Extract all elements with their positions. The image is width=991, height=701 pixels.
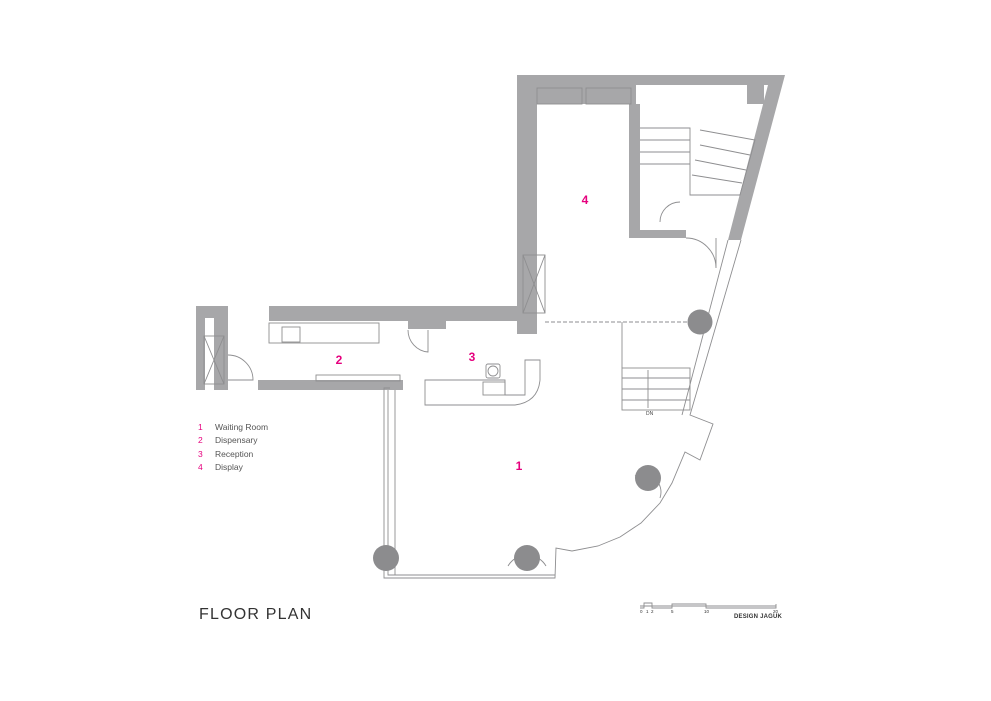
south-west-glazing [387, 390, 555, 576]
display-cabinet-1 [536, 87, 583, 105]
column [514, 545, 540, 571]
legend-label: Reception [215, 448, 254, 459]
sink [281, 326, 301, 343]
scale-tick-label: 2 [651, 609, 654, 614]
display-west-wall [527, 104, 537, 320]
legend-item: 3 Reception [198, 447, 268, 461]
room-number-1: 1 [516, 459, 523, 473]
stair-tread [691, 174, 743, 184]
exterior-envelope [383, 239, 742, 579]
reception-counter [424, 359, 541, 406]
display-cabinet-west [522, 254, 546, 314]
legend-item: 2 Dispensary [198, 434, 268, 448]
cabinet-cross-2 [522, 254, 546, 314]
display-column [747, 82, 764, 104]
legend-number: 3 [198, 448, 203, 459]
storage-cross-2 [203, 335, 225, 385]
chair-seat [487, 365, 499, 377]
stair-dn-label: DN [646, 411, 654, 417]
outlines [203, 87, 777, 609]
west-wall-left [196, 318, 205, 390]
door-swing [659, 201, 681, 223]
door-swing [227, 354, 254, 381]
room-number-2: 2 [336, 353, 343, 367]
column [373, 545, 399, 571]
display-cabinet-2 [585, 87, 632, 105]
scale-tick-label: 1 [646, 609, 649, 614]
legend-number: 4 [198, 462, 203, 473]
room-number-4: 4 [582, 193, 589, 207]
legend-item: 1 Waiting Room [198, 420, 268, 434]
room-legend: 1 Waiting Room 2 Dispensary 3 Reception … [198, 420, 268, 474]
chair [485, 363, 501, 379]
dispensary-back-counter [315, 374, 401, 382]
room-labels: 1 2 3 4 [336, 193, 589, 473]
reception-desk-unit [482, 381, 506, 396]
columns [373, 309, 713, 571]
west-storage [203, 335, 225, 385]
dispensary-counter [268, 322, 380, 344]
column [635, 465, 661, 491]
legend-number: 1 [198, 421, 203, 432]
upper-stair-outline [640, 127, 756, 196]
legend-label: Waiting Room [215, 421, 269, 432]
display-wall-outer [517, 75, 785, 320]
designer-credit: DESIGN JAGUK [734, 614, 783, 620]
display-inner-wall [629, 104, 686, 238]
stair-tread [699, 144, 751, 156]
north-wall-stub [408, 320, 446, 329]
legend-number: 2 [198, 435, 203, 446]
walls [196, 75, 785, 390]
legend-label: Dispensary [215, 435, 258, 446]
door-swing [685, 237, 717, 269]
room-number-3: 3 [469, 350, 476, 364]
stair-tread [694, 159, 747, 171]
legend-label: Display [215, 462, 243, 473]
legend-item: 4 Display [198, 461, 268, 475]
scale-tick-label: 5 [671, 609, 674, 614]
scale-bar [640, 602, 777, 609]
dispensary-south-wall [258, 380, 403, 390]
door-swing [407, 329, 429, 353]
scale-tick-label: 20 [773, 609, 779, 614]
scale-tick-label: 0 [640, 609, 643, 614]
north-wall [269, 306, 537, 334]
column [687, 309, 713, 335]
scale-tick-label: 10 [704, 609, 710, 614]
west-wall-block [196, 306, 228, 390]
page-title: FLOOR PLAN [199, 606, 313, 623]
